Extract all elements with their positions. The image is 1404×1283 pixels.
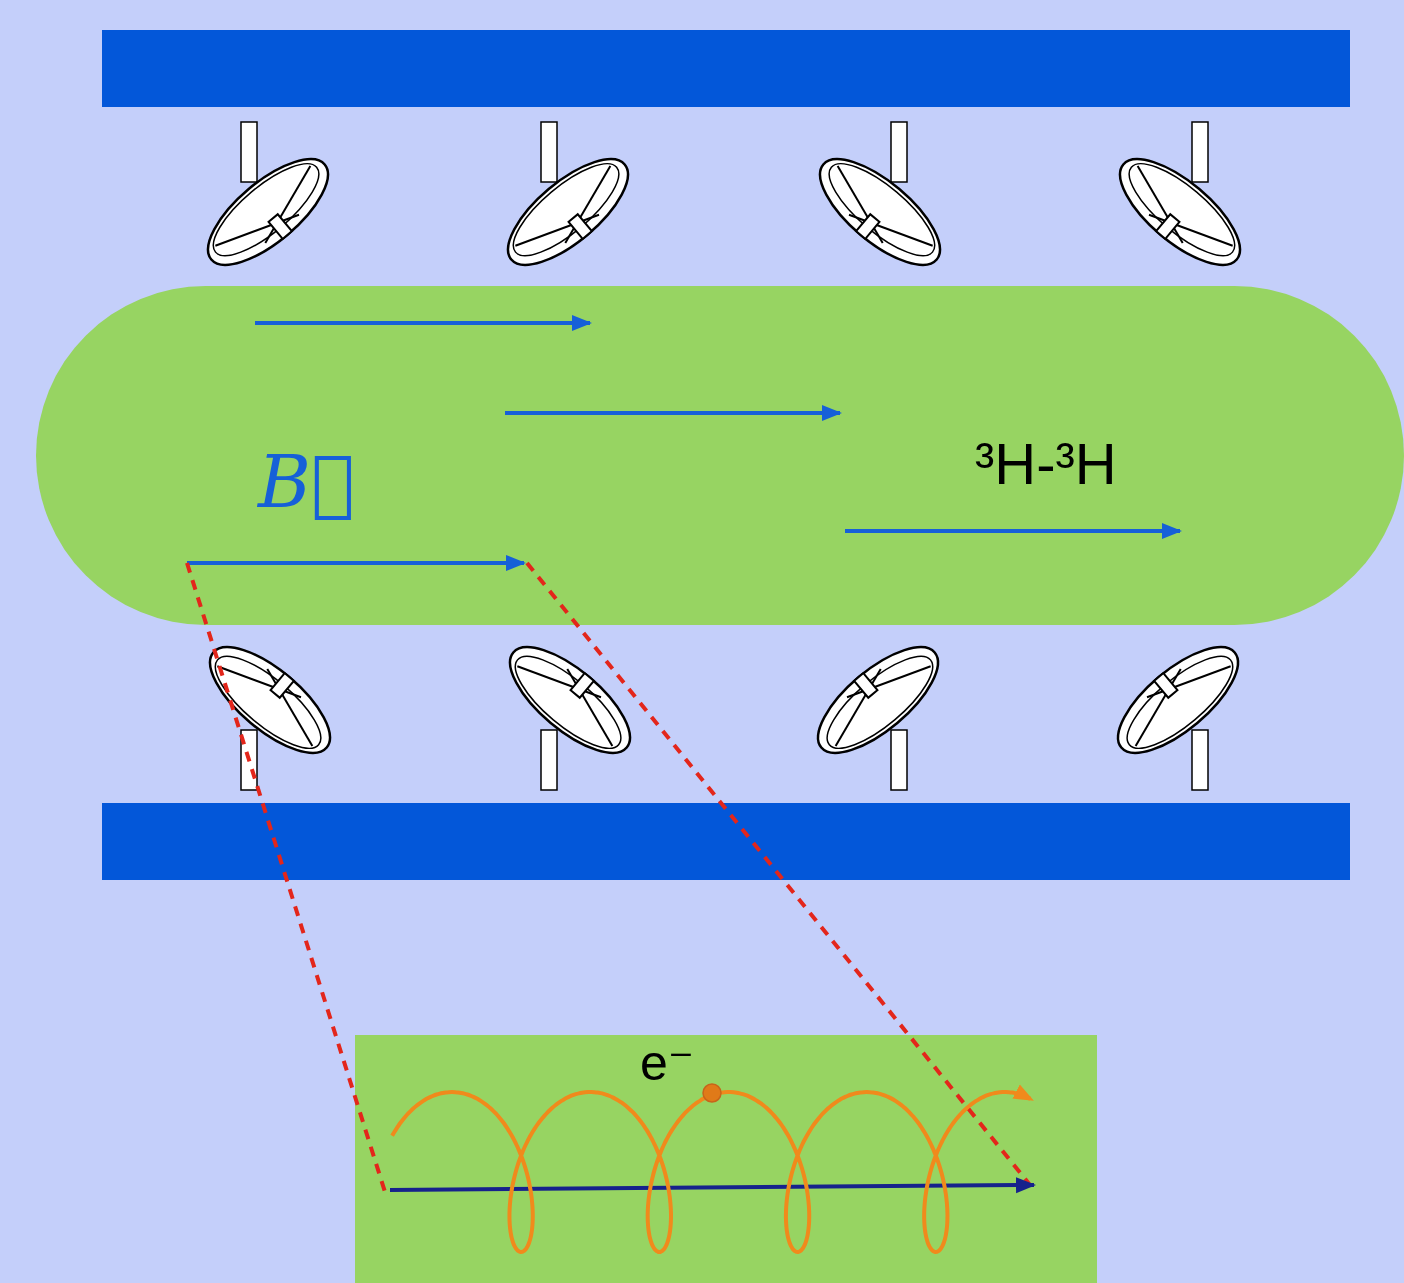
zoom-panel: e⁻ [355,1035,1097,1283]
antenna-row-top [192,122,1256,283]
electron-dot [703,1084,721,1102]
antenna-dish [1102,629,1254,770]
zoom-line [527,563,1030,1185]
antenna-stem [891,122,907,182]
field-line [390,1185,1034,1190]
antenna-stem [891,730,907,790]
field-arrow [187,561,524,565]
field-arrow [255,321,590,325]
antenna-dish [1104,141,1256,282]
electron-label: e⁻ [640,1036,694,1091]
antenna-dish [494,629,646,770]
electron-spiral [392,1092,1030,1252]
antenna-stem [241,730,257,790]
antenna-stem [541,122,557,182]
antenna-stem [1192,122,1208,182]
antenna-dish [492,141,644,282]
antenna-dish [802,629,954,770]
magnet-bar [102,803,1350,880]
antenna-dish [194,629,346,770]
antenna-dish [804,141,956,282]
field-arrows [187,323,1180,563]
field-arrow [845,529,1180,533]
magnet-bar [102,30,1350,107]
antenna-stem [241,122,257,182]
field-arrow [505,411,840,415]
gas-volume: ³H-³H B⃗ [36,286,1404,625]
antenna-stem [1192,730,1208,790]
antenna-row-bottom [194,629,1254,790]
field-symbol: B⃗ [258,436,354,530]
antenna-stem [541,730,557,790]
zoom-line [187,563,385,1192]
gas-label: ³H-³H [975,432,1117,496]
antenna-dish [192,141,344,282]
